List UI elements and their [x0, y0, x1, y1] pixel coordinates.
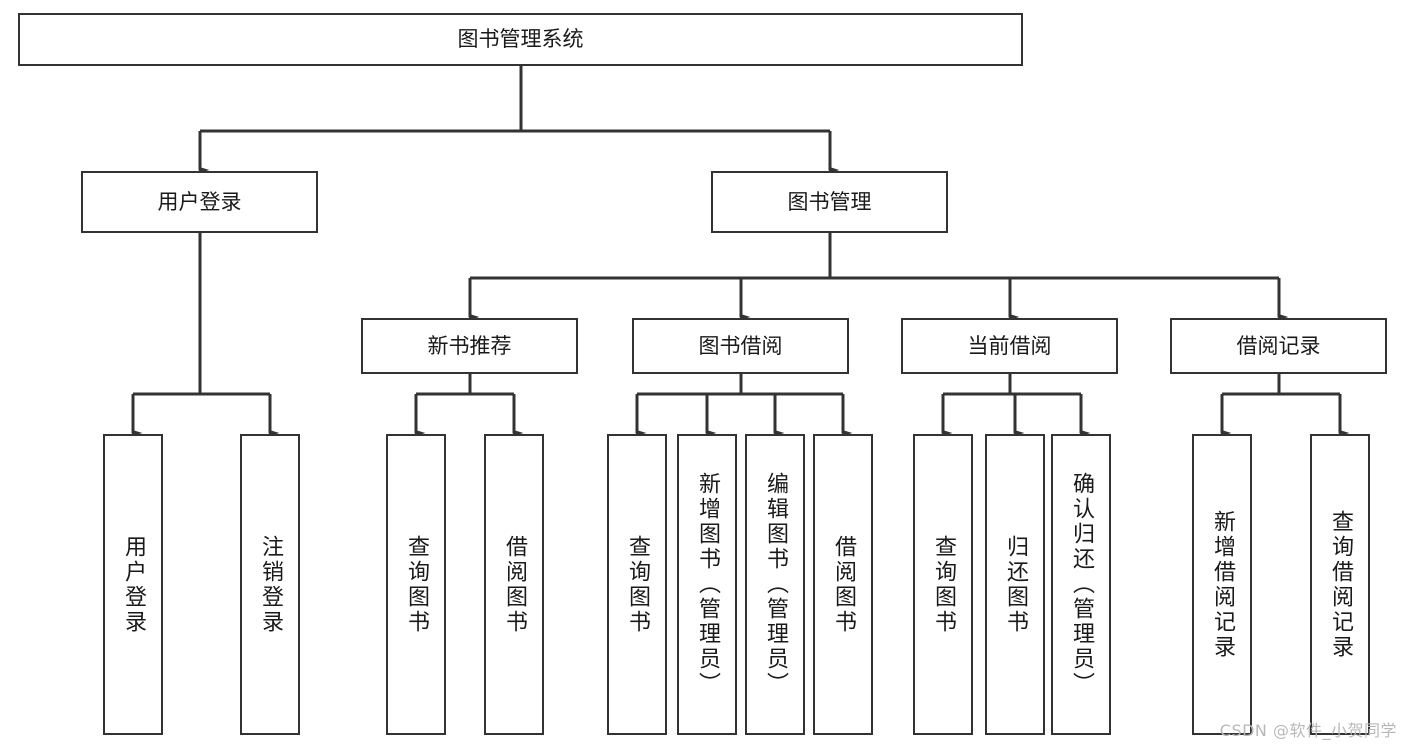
leaf-user-login-label: 用户登录	[121, 534, 146, 635]
leaf-edit-book-label: 编辑图书（管理员）	[763, 472, 788, 697]
node-borrow-record[interactable]: 借阅记录	[1170, 318, 1387, 374]
leaf-borrow-book-recommend[interactable]: 借阅图书	[484, 434, 544, 735]
leaf-query-book-current[interactable]: 查询图书	[913, 434, 973, 735]
node-user-login-label: 用户登录	[157, 189, 242, 214]
leaf-confirm-return-label: 确认归还（管理员）	[1069, 472, 1094, 697]
node-book-manage-label: 图书管理	[787, 189, 872, 214]
node-root-label: 图书管理系统	[457, 27, 584, 52]
node-root[interactable]: 图书管理系统	[18, 13, 1023, 66]
leaf-add-borrow-record-label: 新增借阅记录	[1210, 509, 1235, 660]
node-book-borrow-label: 图书借阅	[698, 333, 783, 358]
node-user-login[interactable]: 用户登录	[81, 171, 318, 233]
leaf-add-book[interactable]: 新增图书（管理员）	[677, 434, 737, 735]
node-book-borrow[interactable]: 图书借阅	[632, 318, 849, 374]
node-borrow-record-label: 借阅记录	[1236, 333, 1321, 358]
leaf-return-book-label: 归还图书	[1003, 534, 1028, 635]
leaf-user-login[interactable]: 用户登录	[103, 434, 163, 735]
leaf-return-book[interactable]: 归还图书	[985, 434, 1045, 735]
node-new-book-recommend[interactable]: 新书推荐	[361, 318, 578, 374]
node-current-borrow[interactable]: 当前借阅	[901, 318, 1118, 374]
node-current-borrow-label: 当前借阅	[967, 333, 1052, 358]
node-book-manage[interactable]: 图书管理	[711, 171, 948, 233]
leaf-add-book-label: 新增图书（管理员）	[695, 472, 720, 697]
leaf-edit-book[interactable]: 编辑图书（管理员）	[745, 434, 805, 735]
leaf-borrow-book-label: 借阅图书	[831, 534, 856, 635]
node-new-book-recommend-label: 新书推荐	[427, 333, 512, 358]
leaf-query-book-current-label: 查询图书	[931, 534, 956, 635]
leaf-query-book-borrow-label: 查询图书	[625, 534, 650, 635]
leaf-query-book-recommend-label: 查询图书	[404, 534, 429, 635]
leaf-confirm-return[interactable]: 确认归还（管理员）	[1051, 434, 1111, 735]
leaf-query-book-borrow[interactable]: 查询图书	[607, 434, 667, 735]
leaf-logout-label: 注销登录	[258, 534, 283, 635]
leaf-query-book-recommend[interactable]: 查询图书	[386, 434, 446, 735]
leaf-borrow-book[interactable]: 借阅图书	[813, 434, 873, 735]
leaf-add-borrow-record[interactable]: 新增借阅记录	[1192, 434, 1252, 735]
leaf-borrow-book-recommend-label: 借阅图书	[502, 534, 527, 635]
leaf-logout[interactable]: 注销登录	[240, 434, 300, 735]
edge-group	[131, 66, 1350, 437]
leaf-query-borrow-record[interactable]: 查询借阅记录	[1310, 434, 1370, 735]
leaf-query-borrow-record-label: 查询借阅记录	[1328, 509, 1353, 660]
